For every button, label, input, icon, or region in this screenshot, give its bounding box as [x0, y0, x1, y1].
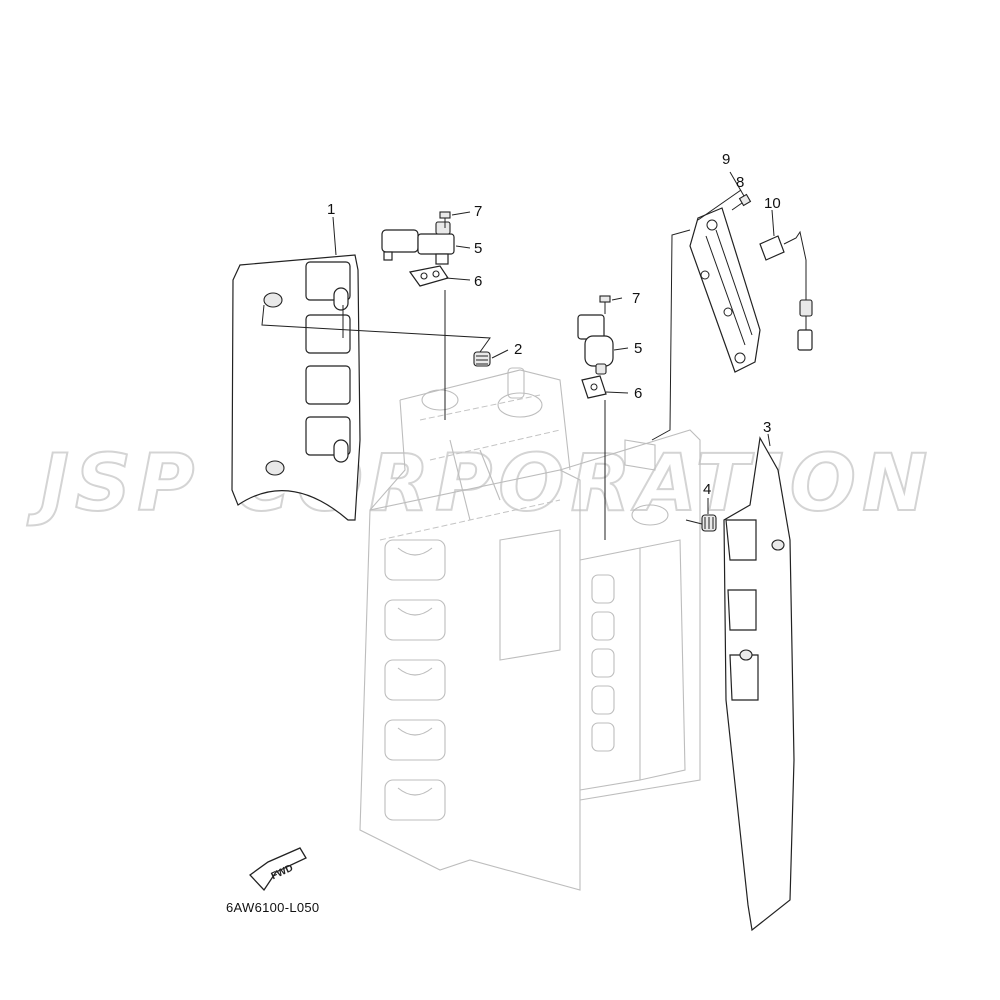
callout-6b: 6 [634, 385, 642, 402]
callout-3: 3 [763, 419, 771, 436]
part-5-valve-right [577, 314, 614, 375]
fwd-arrow: FWD [249, 847, 307, 892]
part-5-valve-left [381, 221, 455, 265]
callout-7b: 7 [632, 290, 640, 307]
part-8-bracket [689, 207, 761, 373]
part-6-gasket-left [408, 265, 449, 287]
leader-lines [261, 171, 775, 540]
part-9-bolt [731, 193, 752, 211]
diagram-code: 6AW6100-L050 [226, 900, 320, 915]
callout-6a: 6 [474, 273, 482, 290]
callout-5b: 5 [634, 340, 642, 357]
callout-2: 2 [514, 341, 522, 358]
watermark: JSP CORPORATION [26, 438, 933, 530]
callout-10: 10 [764, 195, 781, 212]
part-6-gasket-right [581, 375, 607, 399]
part-2-grommet [473, 351, 491, 367]
engine-block [359, 367, 701, 891]
part-3-cover-right [723, 436, 795, 932]
callout-7a: 7 [474, 203, 482, 220]
callout-4: 4 [703, 481, 711, 498]
callouts: 1 2 3 4 5 5 6 6 7 7 8 9 10 [327, 151, 781, 498]
part-10-sensor [759, 230, 813, 351]
part-4-grommet [701, 514, 717, 532]
part-1-cover-left [231, 254, 361, 521]
part-7-bolt-left [439, 211, 451, 228]
callout-5a: 5 [474, 240, 482, 257]
callout-1: 1 [327, 201, 335, 218]
watermark-text: JSP CORPORATION [27, 439, 933, 529]
part-7-bolt-right [599, 295, 611, 314]
callout-9: 9 [722, 151, 730, 168]
callout-8: 8 [736, 174, 744, 191]
